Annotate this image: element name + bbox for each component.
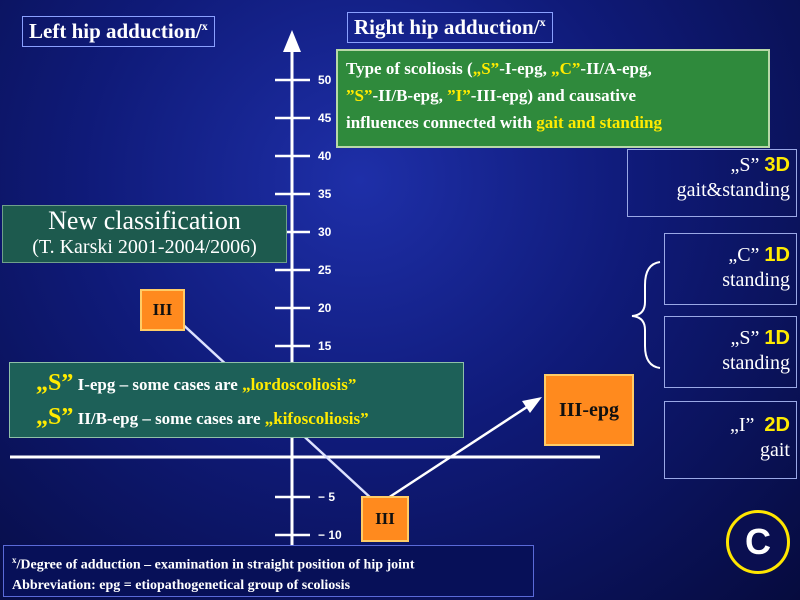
scoliosis-type-box: Type of scoliosis („S”-I-epg, „C”-II/A-e…	[336, 49, 770, 148]
lordoscoliosis-kifoscoliosis-box: „S” I-epg – some cases are „lordoscolios…	[9, 362, 464, 438]
tick-minus-5: − 5	[318, 490, 336, 504]
tick-45: 45	[318, 111, 332, 125]
right-box-i-2d: „I” 2D gait	[664, 401, 797, 479]
tick-50: 50	[318, 73, 332, 87]
left-hip-header: Left hip adduction/x	[22, 16, 215, 47]
point-iii-epg: III-epg	[544, 374, 634, 446]
tick-40: 40	[318, 149, 332, 163]
right-hip-header: Right hip adduction/x	[347, 12, 553, 43]
tick-35: 35	[318, 187, 332, 201]
right-box-s-3d: „S” 3D gait&standing	[627, 149, 797, 217]
tick-minus-10: − 10	[318, 528, 342, 542]
right-box-s-1d: „S” 1D standing	[664, 316, 797, 388]
tick-20: 20	[318, 301, 332, 315]
c-badge: C	[726, 510, 790, 574]
classification-box: New classification (T. Karski 2001-2004/…	[2, 205, 287, 263]
point-iii-bottom: III	[361, 496, 409, 542]
classification-title: New classification	[48, 206, 241, 235]
tick-15: 15	[318, 339, 332, 353]
brace	[631, 261, 661, 369]
point-iii-upper: III	[140, 289, 185, 331]
footnote-box: x/Degree of adduction – examination in s…	[3, 545, 534, 597]
classification-author: (T. Karski 2001-2004/2006)	[32, 236, 257, 258]
tick-25: 25	[318, 263, 332, 277]
path-line-up	[387, 403, 531, 500]
tick-30: 30	[318, 225, 332, 239]
right-box-c-1d: „C” 1D standing	[664, 233, 797, 305]
